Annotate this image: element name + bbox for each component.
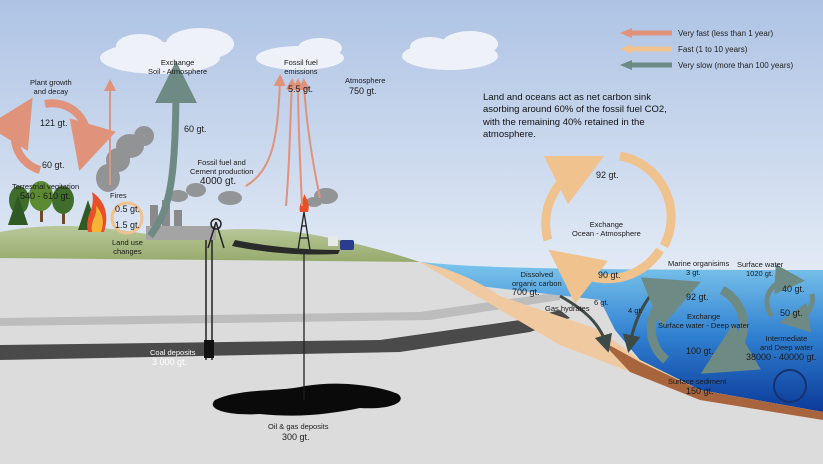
- plant-growth-arrow: [44, 99, 116, 172]
- sediment-value: 150 gt.: [686, 386, 714, 396]
- oilgas-value: 300 gt.: [282, 432, 310, 442]
- legend-item-very-fast: Very fast (less than 1 year): [620, 28, 773, 38]
- fires-value: 0.5 gt.: [115, 204, 141, 214]
- fossil-cement-value: 4000 gt.: [200, 176, 237, 187]
- ocean-atmos-arrow-right: [619, 151, 676, 249]
- marine-label: Marine organisims: [668, 259, 730, 268]
- legend-item-fast: Fast (1 to 10 years): [620, 44, 747, 54]
- sw-40-value: 40 gt.: [782, 284, 805, 294]
- cement-emission-arrow: [245, 74, 286, 187]
- gas-6-value: 6 gt.: [594, 298, 609, 307]
- exchange-ocean-label: Exchange Ocean - Atmosphere: [572, 220, 641, 239]
- atmosphere-label: Atmosphere: [345, 76, 386, 85]
- soil-exchange-arrow: [147, 61, 197, 239]
- mine-cage: [204, 340, 214, 358]
- landuse-value: 1.5 gt.: [115, 220, 141, 230]
- emission-arrow-3: [298, 78, 321, 199]
- surface-water-arrow-bottom: [779, 293, 815, 333]
- ocean-atmos-arrow-bottom: [548, 247, 664, 304]
- fires-label: Fires: [110, 191, 127, 200]
- sediment-label: Surface sediment: [668, 377, 727, 386]
- building: [328, 236, 338, 246]
- deep-water-cycle: [773, 369, 807, 403]
- surface-water-arrow-top: [764, 264, 805, 318]
- factory: [146, 200, 216, 240]
- legend-arrow-icon: [620, 28, 672, 38]
- landuse-label: Land use changes: [112, 238, 143, 257]
- legend-arrow-icon: [620, 44, 672, 54]
- fossil-cement-label: Fossil fuel and Cement production: [190, 158, 254, 177]
- coal-label: Coal deposits: [150, 348, 196, 357]
- plant-121-value: 121 gt.: [40, 118, 68, 128]
- plant-growth-label: Plant growth and decay: [30, 78, 72, 97]
- fire: [87, 192, 107, 232]
- emission-arrow-2: [292, 78, 305, 207]
- legend-label: Fast (1 to 10 years): [678, 44, 748, 54]
- legend-arrow-icon: [620, 60, 672, 70]
- vehicle: [340, 240, 354, 250]
- soil-60-value: 60 gt.: [184, 124, 207, 134]
- deep-exchange-arrow-right: [700, 286, 761, 374]
- atmosphere-value: 750 gt.: [349, 86, 377, 96]
- terrestrial-label: Terrestrial vegitation: [12, 182, 80, 191]
- summary-note: Land and oceans act as net carbon sink a…: [483, 92, 667, 141]
- dissolved-value: 700 gt.: [512, 287, 540, 297]
- emission-arrow-1: [285, 78, 298, 207]
- legend-label: Very fast (less than 1 year): [678, 28, 774, 38]
- intermediate-label: Intermediate and Deep water: [760, 334, 813, 353]
- legend-label: Very slow (more than 100 years): [678, 60, 794, 70]
- exchange-deep-label: Exchange Surface water - Deep water: [658, 312, 750, 331]
- fires-cycle: [110, 201, 144, 235]
- deep-exchange-arrow-left: [640, 277, 701, 364]
- ocean: [420, 262, 823, 412]
- sw-50-value: 50 gt.: [780, 308, 803, 318]
- gas-4-value: 4 gt.: [628, 306, 643, 315]
- deep-100-value: 100 gt.: [686, 346, 714, 356]
- road: [232, 240, 340, 255]
- gas-6-arrow: [559, 294, 613, 353]
- oil-pool: [212, 383, 401, 416]
- marine-value: 3 gt.: [686, 268, 701, 277]
- ocean-atmos-arrow-left: [541, 155, 605, 242]
- shoreline: [420, 262, 823, 418]
- deep-92-value: 92 gt.: [686, 292, 709, 302]
- gas-hydrates-label: Gas hydrates: [545, 304, 590, 313]
- exchange-soil-label: Exchange Soil - Atmosphere: [148, 58, 208, 77]
- terrestrial-value: 540 - 610 gt.: [20, 191, 71, 201]
- plant-decay-arrow: [0, 97, 42, 174]
- intermediate-value: 38000 - 40000 gt.: [746, 352, 817, 362]
- surface-water-label: Surface water: [737, 260, 784, 269]
- oilgas-label: Oil & gas deposits: [268, 422, 329, 431]
- gas-flare: [299, 194, 309, 212]
- plant-60-value: 60 gt.: [42, 160, 65, 170]
- ocean-92-value: 92 gt.: [596, 170, 619, 180]
- surface-water-value: 1020 gt.: [746, 269, 774, 278]
- coal-seam: [0, 310, 570, 360]
- ocean-90-value: 90 gt.: [598, 270, 621, 280]
- emissions-value: 5.5 gt.: [288, 84, 314, 94]
- dissolved-label: Dissolved organic carbon: [512, 270, 562, 289]
- forest: [8, 181, 98, 230]
- coal-value: 3 000 gt.: [152, 357, 188, 367]
- legend-item-very-slow: Very slow (more than 100 years): [620, 60, 793, 70]
- rock-layer: [0, 292, 560, 326]
- surface-sediment: [600, 340, 823, 420]
- fossil-emissions-label: Fossil fuel emissions: [284, 58, 318, 77]
